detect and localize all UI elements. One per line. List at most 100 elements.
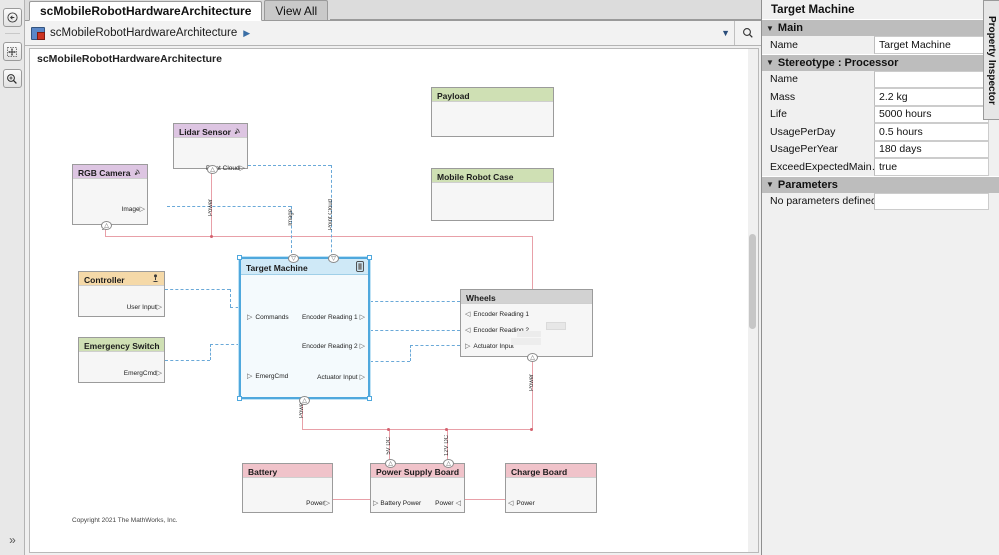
port-label: Encoder Reading 2	[301, 342, 358, 350]
signal-wire-point-cloud	[248, 165, 331, 166]
block-title: Battery	[248, 466, 278, 477]
port-encoder-reading-1-in[interactable]: ◁ Encoder Reading 1	[465, 310, 530, 319]
block-title: Charge Board	[511, 466, 568, 477]
port-battery-power[interactable]: Power ▷	[306, 499, 330, 508]
block-emergency-switch[interactable]: Emergency Switch EmergCmd ▷	[78, 337, 165, 383]
tab-label: View All	[275, 3, 318, 18]
port-battery-power-in[interactable]: ▷ Battery Power	[373, 499, 421, 508]
port-psu-power-out[interactable]: Power ◁	[435, 499, 461, 508]
breadcrumb[interactable]: scMobileRobotHardwareArchitecture ▶	[31, 21, 721, 46]
fit-to-view-icon[interactable]	[2, 42, 22, 61]
block-power-supply-board[interactable]: Power Supply Board ▷ Battery Power Power…	[370, 459, 465, 513]
block-payload[interactable]: Payload	[431, 87, 554, 137]
port-emergcmd-in[interactable]: ▷ EmergCmd	[247, 372, 288, 381]
block-title: Controller	[84, 274, 125, 285]
inspector-section-parameters[interactable]: ▼ Parameters	[762, 175, 999, 193]
port-encoder-reading-2-in[interactable]: ◁ Encoder Reading 2	[465, 326, 529, 335]
row-value-stereotype-name[interactable]	[874, 70, 989, 88]
inspector-row[interactable]: UsagePerYear 180 days	[762, 140, 999, 158]
inspector-row[interactable]: Life 5000 hours	[762, 105, 999, 123]
inspector-row[interactable]: Mass 2.2 kg	[762, 88, 999, 106]
expand-panel-icon[interactable]: »	[9, 532, 16, 547]
row-value-exceed-expected-maintenance[interactable]: true	[874, 158, 989, 176]
zoom-icon[interactable]	[2, 69, 22, 88]
port-actuator-input-in[interactable]: ▷ Actuator Input	[465, 342, 514, 351]
port-user-input[interactable]: User Input ▷	[127, 303, 162, 312]
block-controller[interactable]: Controller User Input ▷	[78, 271, 165, 317]
signal-wire-user-input	[230, 289, 231, 307]
power-port-nub[interactable]: △	[207, 165, 218, 174]
chevron-down-icon[interactable]: ▼	[766, 180, 774, 189]
block-mobile-robot-case[interactable]: Mobile Robot Case	[431, 168, 554, 221]
block-lidar-sensor[interactable]: Lidar Sensor Point Cloud ▷ △	[173, 123, 248, 174]
port-point-cloud[interactable]: Point Cloud ▷	[206, 164, 245, 173]
block-title: Power Supply Board	[376, 466, 460, 477]
inspector-row[interactable]: ExceedExpectedMain… true	[762, 158, 999, 176]
signal-wire-encoder2	[370, 330, 460, 331]
port-image[interactable]: Image ▷	[122, 205, 145, 214]
port-encoder-reading-2[interactable]: Encoder Reading 2 ▷	[301, 342, 365, 351]
selection-handle[interactable]	[237, 396, 242, 401]
property-inspector-tab[interactable]: Property Inspector	[983, 0, 999, 120]
port-emergcmd[interactable]: EmergCmd ▷	[124, 369, 162, 378]
block-title: Lidar Sensor	[179, 126, 231, 137]
block-header: Controller	[79, 272, 164, 286]
inspector-row[interactable]: Name Target Machine	[762, 36, 999, 54]
canvas-scrollbar[interactable]	[748, 49, 758, 552]
signal-wire-image	[291, 206, 292, 292]
port-label: Power	[435, 499, 454, 507]
power-port-nub-12v[interactable]: △	[443, 459, 454, 468]
port-charge-power-in[interactable]: ◁ Power	[508, 499, 535, 508]
block-battery[interactable]: Battery Power ▷	[242, 463, 333, 513]
port-commands[interactable]: ▷ Commands	[247, 313, 289, 322]
inspector-row[interactable]: UsagePerDay 0.5 hours	[762, 123, 999, 141]
selection-handle[interactable]	[367, 255, 372, 260]
block-target-machine[interactable]: Target Machine ▷ Commands ▷ EmergCmd	[237, 254, 372, 405]
port-in-arrow-icon: ▷	[247, 373, 253, 380]
port-label: Point Cloud	[206, 164, 240, 172]
block-header: RGB Camera	[73, 165, 147, 179]
block-wheels[interactable]: Wheels ◁ Encoder Reading 1 ◁ Encoder Rea…	[460, 289, 593, 362]
block-rgb-camera[interactable]: RGB Camera Image ▷ △	[72, 164, 148, 230]
power-port-nub[interactable]: △	[527, 353, 538, 362]
port-in-arrow-icon: ◁	[465, 311, 471, 318]
inspector-row: No parameters defined	[762, 192, 999, 210]
port-out-arrow-icon: ▷	[139, 206, 145, 213]
block-body: Image ▷	[73, 179, 147, 224]
block-body: Power ▷	[243, 478, 332, 512]
selection-handle[interactable]	[367, 396, 372, 401]
architecture-canvas[interactable]: scMobileRobotHardwareArchitecture Copyri…	[29, 48, 759, 553]
row-value-mass[interactable]: 2.2 kg	[874, 88, 989, 106]
inspector-section-stereotype[interactable]: ▼ Stereotype : Processor	[762, 53, 999, 71]
port-actuator-input[interactable]: Actuator Input ▷	[317, 373, 365, 382]
row-label: Life	[762, 105, 874, 123]
port-encoder-reading-1[interactable]: Encoder Reading 1 ▷	[302, 313, 365, 322]
chevron-down-icon[interactable]: ▼	[766, 23, 774, 33]
row-value-usage-per-year[interactable]: 180 days	[874, 140, 989, 158]
port-in-arrow-icon: ◁	[508, 500, 514, 507]
block-title: Wheels	[466, 292, 496, 303]
row-value-life[interactable]: 5000 hours	[874, 105, 989, 123]
power-port-nub[interactable]: △	[101, 221, 112, 230]
block-header: Battery	[243, 464, 332, 478]
scrollbar-thumb[interactable]	[749, 234, 756, 329]
chevron-down-icon[interactable]: ▼	[721, 28, 730, 38]
port-out-arrow-icon: ◁	[455, 500, 461, 507]
signal-port-nub-image[interactable]: ▽	[288, 254, 299, 263]
inspector-row[interactable]: Name	[762, 70, 999, 88]
power-port-nub-5v[interactable]: △	[385, 459, 396, 468]
signal-port-nub-point-cloud[interactable]: ▽	[328, 254, 339, 263]
back-icon[interactable]	[2, 8, 22, 27]
block-charge-board[interactable]: Charge Board ◁ Power	[505, 463, 597, 513]
selection-handle[interactable]	[237, 255, 242, 260]
inspector-section-main[interactable]: ▼ Main	[762, 19, 999, 36]
chevron-down-icon[interactable]: ▼	[766, 58, 774, 67]
left-toolstrip: »	[0, 0, 25, 555]
row-value-usage-per-day[interactable]: 0.5 hours	[874, 123, 989, 141]
row-value-name[interactable]: Target Machine	[874, 36, 989, 54]
power-port-nub[interactable]: △	[299, 396, 310, 405]
port-label: Encoder Reading 1	[473, 310, 530, 318]
search-button[interactable]	[734, 21, 761, 45]
tab-scmobilerobothardwarearchitecture[interactable]: scMobileRobotHardwareArchitecture	[29, 1, 263, 21]
tab-view-all[interactable]: View All	[264, 0, 329, 20]
